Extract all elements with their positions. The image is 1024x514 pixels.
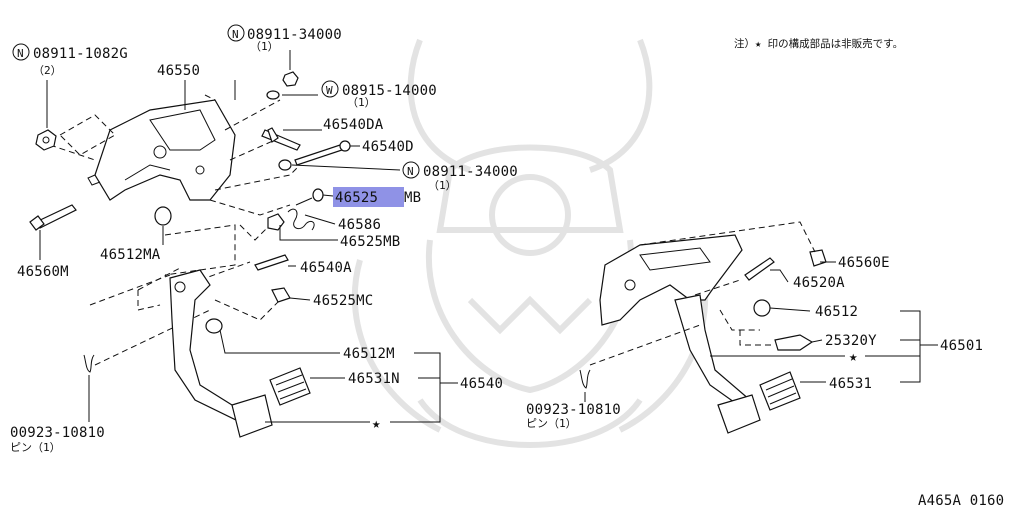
spring-46586 (295, 197, 313, 206)
label-46512ma[interactable]: 46512MA (100, 247, 161, 263)
nut-08911-34000-mid (278, 159, 292, 171)
svg-text:ピン（1）: ピン（1） (10, 441, 61, 454)
w-circle-icon (321, 80, 339, 98)
bolt-46540d (294, 144, 343, 166)
callout-n-08911-1082g[interactable]: N 08911-1082G （2） (12, 43, 128, 77)
pedal-pad-46531 (759, 371, 801, 411)
label-46531n[interactable]: 46531N (348, 371, 400, 387)
bracket-dashed-outline (49, 94, 301, 366)
pin-right (579, 369, 591, 389)
callout-w-08915-14000[interactable]: W 08915-14000 （1） (321, 80, 437, 109)
label-46560e[interactable]: 46560E (838, 255, 890, 271)
n-circle-icon (12, 43, 30, 61)
callout-n-08911-34000-top[interactable]: N 08911-34000 （1） (227, 24, 342, 53)
svg-text:N: N (232, 28, 239, 41)
label-46512m[interactable]: 46512M (343, 346, 395, 362)
bolt-46540da (261, 129, 301, 151)
svg-text:00923-10810: 00923-10810 (526, 402, 621, 418)
label-46525mb[interactable]: 46525MB (340, 234, 400, 250)
bolt-46520a (744, 257, 775, 281)
label-46550[interactable]: 46550 (157, 63, 200, 79)
label-25320y[interactable]: 25320Y (825, 333, 877, 349)
pedal-pad-right-lower (717, 394, 761, 434)
pedal-pad-46531n (269, 367, 311, 406)
n-circle-icon (402, 161, 420, 179)
callout-n-08911-34000-mid[interactable]: N 08911-34000 （1） (402, 161, 518, 192)
svg-text:（1）: （1） (347, 96, 376, 109)
bushing-46525mb (267, 213, 285, 231)
svg-text:N: N (17, 47, 24, 60)
svg-text:08911-34000: 08911-34000 (423, 164, 518, 180)
label-46540[interactable]: 46540 (460, 376, 503, 392)
part-highlight-46525mb[interactable] (333, 187, 404, 207)
star-left-icon: ★ (372, 416, 381, 432)
label-46525mb-highlighted[interactable]: 46525 MB (335, 190, 421, 206)
clip-46560e (809, 249, 827, 267)
non-sale-note: 注）★ 印の構成部品は非販売です。 (734, 37, 903, 50)
n-circle-icon (227, 24, 245, 42)
label-46586[interactable]: 46586 (338, 217, 381, 233)
label-46525mc[interactable]: 46525MC (313, 293, 373, 309)
clip-46525mc (271, 287, 291, 303)
pedal-assembly-right (579, 221, 827, 434)
leader-lines (39, 50, 938, 423)
pin-left (83, 354, 95, 373)
svg-text:08915-14000: 08915-14000 (342, 83, 437, 99)
watermark-logo (351, 38, 709, 448)
svg-text:MB: MB (404, 190, 421, 206)
svg-text:46525: 46525 (335, 190, 378, 206)
diagram-code: A465A 0160 (918, 493, 1004, 509)
callout-pin-right[interactable]: 00923-10810 ピン（1） (526, 402, 621, 430)
stopper-46512ma (154, 206, 172, 226)
stop-lamp-switch-25320y (774, 334, 814, 351)
washer-08915-14000 (266, 90, 280, 100)
label-46540d[interactable]: 46540D (362, 139, 414, 155)
svg-text:00923-10810: 00923-10810 (10, 425, 105, 441)
stopper-46512 (753, 299, 771, 317)
label-46520a[interactable]: 46520A (793, 275, 845, 291)
svg-text:ピン（1）: ピン（1） (526, 417, 577, 430)
pedal-pad-lower (231, 394, 273, 438)
svg-text:（1）: （1） (428, 179, 457, 192)
bushing-46525mb-upper (312, 188, 324, 202)
hardware-left (29, 71, 351, 373)
nut-08911-1082g (35, 129, 57, 151)
label-46540da[interactable]: 46540DA (323, 117, 384, 133)
label-46540a[interactable]: 46540A (300, 260, 352, 276)
svg-text:（1）: （1） (250, 40, 279, 53)
nut-08911-34000-top (282, 71, 299, 87)
bolt-46540a (254, 254, 289, 271)
label-46531[interactable]: 46531 (829, 376, 872, 392)
label-46560m[interactable]: 46560M (17, 264, 69, 280)
callout-pin-left[interactable]: 00923-10810 ピン（1） (10, 425, 105, 454)
brake-bracket-left (87, 99, 236, 201)
svg-text:W: W (326, 84, 333, 97)
brake-pedal-left (169, 269, 311, 438)
svg-text:N: N (407, 165, 414, 178)
svg-text:（2）: （2） (33, 64, 62, 77)
svg-text:08911-1082G: 08911-1082G (33, 46, 128, 62)
star-right-icon: ★ (849, 349, 858, 365)
svg-text:08911-34000: 08911-34000 (247, 27, 342, 43)
label-46501[interactable]: 46501 (940, 338, 983, 354)
label-46512[interactable]: 46512 (815, 304, 858, 320)
